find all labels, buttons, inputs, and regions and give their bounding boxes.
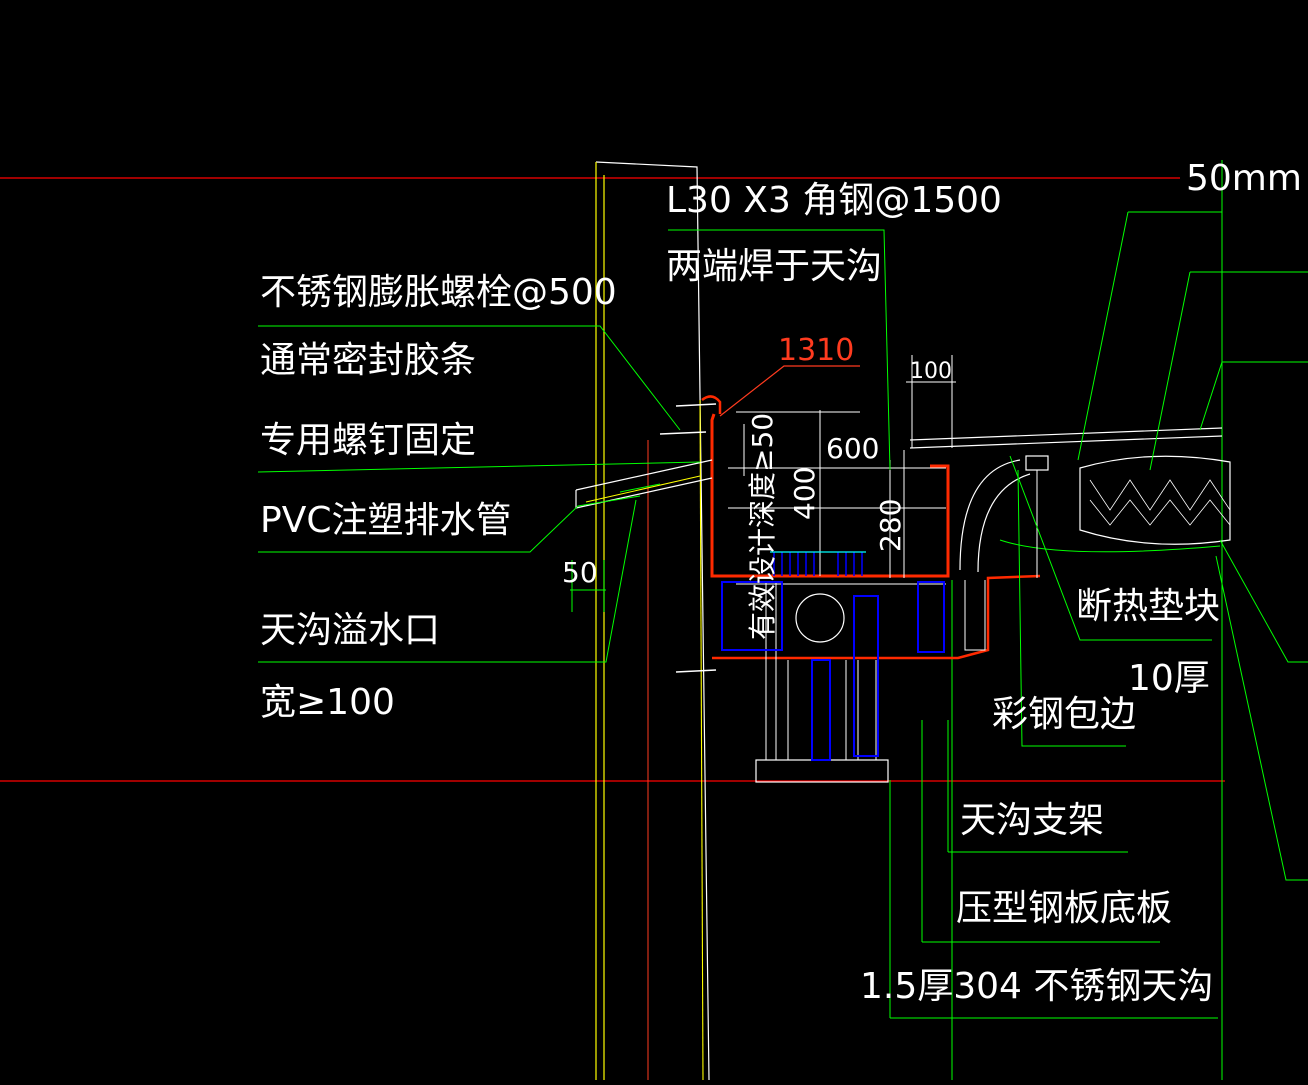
dim-400: 400 — [788, 467, 821, 520]
dim-600: 600 — [826, 432, 879, 465]
dim-100: 100 — [910, 359, 952, 384]
leader-lines — [257, 211, 1308, 1019]
pvc-drain-pipe — [575, 459, 713, 509]
label-effective-depth: 有效设计深度 — [746, 472, 779, 640]
label-angle-steel: L30 X3 角钢@1500 — [666, 180, 1002, 221]
green-guides — [889, 160, 1223, 1080]
label-screws: 专用螺钉固定 — [260, 420, 476, 461]
label-sealant: 通常密封胶条 — [260, 340, 476, 381]
reference-lines — [0, 177, 1225, 782]
label-pvc-pipe: PVC注塑排水管 — [260, 500, 511, 541]
wall-section — [595, 161, 710, 1081]
label-weld-ends: 两端焊于天沟 — [666, 246, 882, 287]
label-width: 宽≥100 — [260, 682, 395, 723]
label-top-right-dim: 50mm — [1186, 158, 1302, 199]
label-thickness-10: 10厚 — [1128, 658, 1210, 699]
insulation-layer — [959, 455, 1231, 651]
gutter-structure — [728, 355, 1223, 783]
anchor-bolts — [659, 403, 717, 673]
dimension-values: 1310 100 600 ≥50 400 280 50 — [562, 333, 952, 589]
gutter-support-bracket — [721, 551, 945, 761]
label-overflow: 天沟溢水口 — [260, 610, 440, 651]
label-stainless-gutter: 1.5厚304 不锈钢天沟 — [860, 966, 1213, 1007]
labels: L30 X3 角钢@1500 两端焊于天沟 不锈钢膨胀螺栓@500 通常密封胶条… — [260, 158, 1302, 1007]
label-support: 天沟支架 — [960, 800, 1104, 841]
label-base-plate: 压型钢板底板 — [956, 888, 1172, 929]
dim-1310: 1310 — [778, 333, 854, 368]
dim-50: 50 — [562, 556, 598, 589]
label-bolt: 不锈钢膨胀螺栓@500 — [260, 272, 617, 313]
dim-ge-50: ≥50 — [746, 413, 779, 472]
gutter-outline — [701, 395, 1041, 660]
label-color-steel: 彩钢包边 — [992, 694, 1136, 735]
label-insulation-block: 断热垫块 — [1076, 586, 1220, 627]
dim-280: 280 — [874, 499, 907, 552]
leader-1310 — [719, 365, 860, 417]
